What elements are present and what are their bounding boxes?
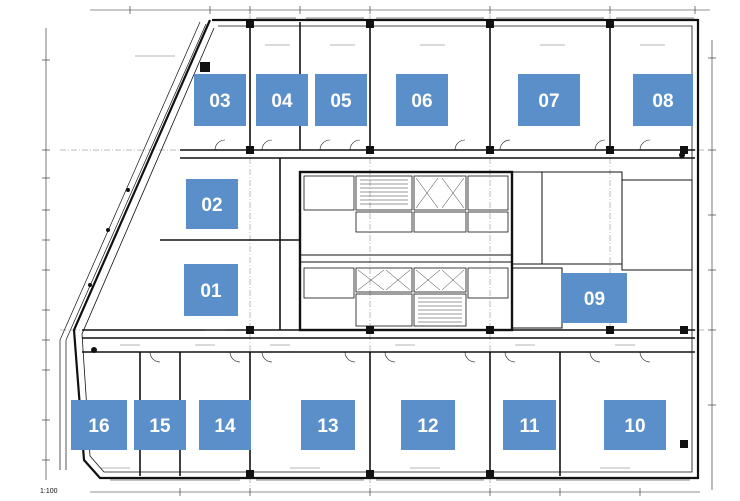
fixture-marks: [88, 152, 686, 353]
unit-02[interactable]: 02: [186, 179, 238, 229]
unit-13-label: 13: [317, 416, 339, 437]
unit-14[interactable]: 14: [199, 400, 251, 450]
unit-01[interactable]: 01: [184, 264, 238, 316]
unit-04[interactable]: 04: [256, 74, 308, 126]
unit-07-label: 07: [538, 91, 560, 112]
unit-09[interactable]: 09: [562, 273, 627, 323]
right-service-rooms: [511, 171, 693, 329]
unit-09-label: 09: [583, 289, 606, 310]
unit-05[interactable]: 05: [315, 74, 367, 126]
diagonal-facade: [59, 21, 207, 470]
scale-label: 1:100: [40, 488, 58, 495]
grid-axis-marks: [42, 6, 716, 496]
unit-10[interactable]: 10: [604, 400, 666, 450]
unit-14-label: 14: [214, 416, 236, 437]
unit-04-label: 04: [271, 91, 293, 112]
unit-03[interactable]: 03: [194, 74, 246, 126]
unit-12[interactable]: 12: [401, 400, 455, 450]
building-outline: [72, 18, 700, 480]
unit-01-label: 01: [200, 281, 222, 302]
unit-05-label: 05: [330, 91, 352, 112]
stair-treads: [360, 179, 462, 323]
unit-08-label: 08: [652, 91, 674, 112]
unit-15-label: 15: [149, 416, 171, 437]
unit-11[interactable]: 11: [503, 400, 556, 450]
unit-16[interactable]: 16: [71, 400, 127, 450]
unit-13[interactable]: 13: [301, 400, 355, 450]
unit-03-label: 03: [209, 91, 231, 112]
inner-outline: [81, 25, 693, 473]
central-core: [298, 170, 514, 332]
unit-12-label: 12: [417, 416, 439, 437]
unit-06[interactable]: 06: [396, 74, 448, 126]
unit-11-label: 11: [519, 416, 540, 437]
elevator-marks: [357, 177, 465, 291]
unit-06-label: 06: [411, 91, 433, 112]
unit-07[interactable]: 07: [518, 74, 580, 126]
unit-15[interactable]: 15: [134, 400, 186, 450]
door-swings: [149, 139, 651, 363]
unit-08[interactable]: 08: [633, 74, 693, 126]
unit-10-label: 10: [624, 416, 646, 437]
unit-16-label: 16: [88, 416, 110, 437]
window-marks: [110, 17, 694, 481]
unit-02-label: 02: [201, 195, 223, 216]
annotation-strokes: [100, 44, 665, 469]
